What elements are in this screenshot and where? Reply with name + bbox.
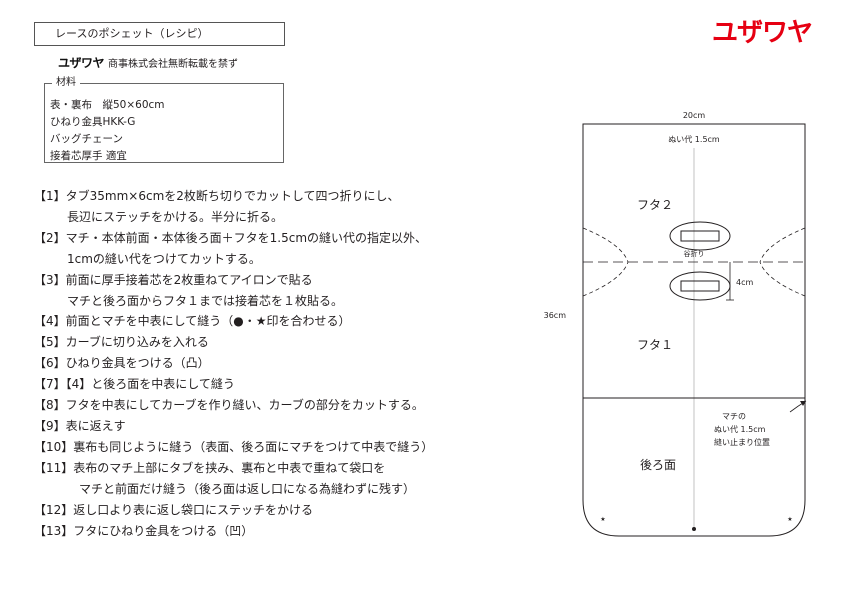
step-text: 【11】表布のマチ上部にタブを挟み、裏布と中表で重ねて袋口を xyxy=(34,460,386,475)
step-item: 【3】前面に厚手接着芯を2枚重ねてアイロンで貼るマチと後ろ面からフタ１までは接着… xyxy=(34,270,433,312)
materials-heading: 材料 xyxy=(52,76,80,90)
step-item: 【13】フタにひねり金具をつける（凹） xyxy=(34,521,433,542)
brand-logo-small: ユザワヤ xyxy=(58,56,105,70)
step-text: 【13】フタにひねり金具をつける（凹） xyxy=(34,523,254,538)
step-text: 【7】【4】と後ろ面を中表にして縫う xyxy=(34,377,235,392)
flap1-label: フタ１ xyxy=(637,338,673,352)
step-text: 【5】カーブに切り込みを入れる xyxy=(34,335,209,350)
copyright-text: 商事株式会社無断転載を禁ず xyxy=(108,59,239,70)
materials-list: 表・裏布 縦50×60cm ひねり金具HKK-G バッグチェーン 接着芯厚手 適… xyxy=(50,97,165,165)
step-item: 【9】表に返えす xyxy=(34,416,433,437)
gusset-note-line1: マチの xyxy=(722,412,746,421)
step-text: 【4】前面とマチを中表にして縫う（●・★印を合わせる） xyxy=(34,314,351,329)
material-item: 表・裏布 縦50×60cm xyxy=(50,99,165,111)
step-text: 【6】ひねり金具をつける（凸） xyxy=(34,356,210,371)
pattern-outline xyxy=(582,123,806,537)
instruction-steps: 【1】タブ35mm×6cmを2枚断ち切りでカットして四つ折りにし、長辺にステッチ… xyxy=(34,186,433,541)
step-text: 【8】フタを中表にしてカーブを作り縫い、カーブの部分をカットする。 xyxy=(34,398,424,413)
materials-box xyxy=(44,83,284,163)
material-item: バッグチェーン xyxy=(50,133,123,145)
flap-curve-left xyxy=(582,227,629,297)
gusset-note-line2: ぬい代 1.5cm xyxy=(714,424,766,434)
clasp-bottom-slot xyxy=(680,280,720,292)
step-item: 【12】返し口より表に返し袋口にステッチをかける xyxy=(34,500,433,521)
step-continuation: 1cmの縫い代をつけてカットする。 xyxy=(67,251,261,266)
clasp-top-ellipse xyxy=(669,221,731,251)
step-item: 【10】裏布も同じように縫う（表面、後ろ面にマチをつけて中表で縫う） xyxy=(34,437,433,458)
step-text: 【1】タブ35mm×6cmを2枚断ち切りでカットして四つ折りにし、 xyxy=(34,189,400,203)
step-continuation: マチと前面だけ縫う（後ろ面は返し口になる為縫わずに残す） xyxy=(79,481,416,496)
step-text: 【10】裏布も同じように縫う（表面、後ろ面にマチをつけて中表で縫う） xyxy=(34,439,434,454)
step-text: 【12】返し口より表に返し袋口にステッチをかける xyxy=(34,502,314,517)
copyright-notice: ユザワヤ 商事株式会社無断転載を禁ず xyxy=(58,54,238,71)
seam-top-label: ぬい代 1.5cm xyxy=(668,134,720,144)
step-item: 【4】前面とマチを中表にして縫う（●・★印を合わせる） xyxy=(34,311,433,332)
clasp-gap-label: 4cm xyxy=(736,278,753,287)
step-item: 【5】カーブに切り込みを入れる xyxy=(34,332,433,353)
flap-curve-right xyxy=(759,227,806,297)
fold-label: 谷折り xyxy=(684,249,705,258)
step-continuation: 長辺にステッチをかける。半分に折る。 xyxy=(67,209,284,224)
back-panel-label: 後ろ面 xyxy=(640,458,676,472)
note-arrowhead xyxy=(800,401,806,406)
step-item: 【2】マチ・本体前面・本体後ろ面＋フタを1.5cmの縫い代の指定以外、 1cmの縫… xyxy=(34,228,433,270)
step-continuation: マチと後ろ面からフタ１までは接着芯を１枚貼る。 xyxy=(67,293,344,308)
flap2-label: フタ２ xyxy=(637,198,673,212)
bottom-center-dot xyxy=(692,527,696,531)
clasp-bottom-ellipse xyxy=(669,271,731,301)
brand-logo-large: ユザワヤ xyxy=(712,18,813,48)
step-item: 【11】表布のマチ上部にタブを挟み、裏布と中表で重ねて袋口をマチと前面だけ縫う（… xyxy=(34,458,433,500)
material-item: ひねり金具HKK-G xyxy=(50,116,136,128)
star-mark-left: ★ xyxy=(600,516,605,523)
step-text: 【3】前面に厚手接着芯を2枚重ねてアイロンで貼る xyxy=(34,272,313,287)
step-item: 【7】【4】と後ろ面を中表にして縫う xyxy=(34,374,433,395)
height-label: 36cm xyxy=(544,311,567,320)
star-mark-right: ★ xyxy=(787,516,792,523)
clasp-top-slot xyxy=(680,230,720,242)
step-text: 【9】表に返えす xyxy=(34,418,126,433)
step-item: 【1】タブ35mm×6cmを2枚断ち切りでカットして四つ折りにし、長辺にステッチ… xyxy=(34,186,433,228)
material-item: 接着芯厚手 適宜 xyxy=(50,150,127,162)
step-item: 【8】フタを中表にしてカーブを作り縫い、カーブの部分をカットする。 xyxy=(34,395,433,416)
width-label: 20cm xyxy=(683,111,706,120)
gusset-note-line3: 縫い止まり位置 xyxy=(714,437,770,447)
recipe-title: レースのポシェット（レシピ） xyxy=(34,22,285,46)
step-item: 【6】ひねり金具をつける（凸） xyxy=(34,353,433,374)
step-text: 【2】マチ・本体前面・本体後ろ面＋フタを1.5cmの縫い代の指定以外、 xyxy=(34,230,428,245)
